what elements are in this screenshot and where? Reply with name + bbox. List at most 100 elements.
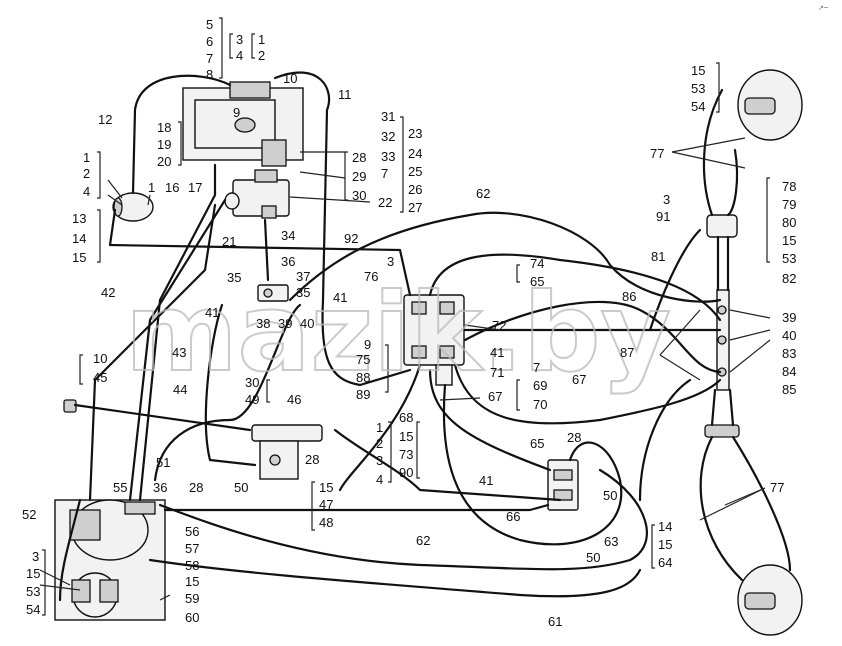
label-4b: 4	[83, 184, 90, 199]
label-77: 77	[650, 146, 664, 161]
label-62b: 62	[416, 533, 430, 548]
label-67a: 67	[572, 372, 586, 387]
label-65b: 65	[530, 436, 544, 451]
label-28d: 28	[189, 480, 203, 495]
label-84: 84	[782, 364, 796, 379]
label-87: 87	[620, 345, 634, 360]
label-53c: 53	[26, 584, 40, 599]
label-8: 8	[206, 67, 213, 82]
label-1: 1	[258, 32, 265, 47]
label-28: 28	[352, 150, 366, 165]
valve-36	[257, 284, 289, 302]
label-22: 22	[378, 195, 392, 210]
label-59: 59	[185, 591, 199, 606]
label-18: 18	[157, 120, 171, 135]
fitting-45	[63, 399, 77, 413]
label-10b: 10	[93, 351, 107, 366]
label-76: 76	[364, 269, 378, 284]
label-82: 82	[782, 271, 796, 286]
label-85: 85	[782, 382, 796, 397]
label-21: 21	[222, 234, 236, 249]
label-28b: 28	[305, 452, 319, 467]
label-55: 55	[113, 480, 127, 495]
label-32: 32	[381, 129, 395, 144]
label-91: 91	[656, 209, 670, 224]
label-47: 47	[319, 497, 333, 512]
label-37: 37	[296, 269, 310, 284]
label-19: 19	[157, 137, 171, 152]
label-51: 51	[156, 455, 170, 470]
pipe-network	[58, 71, 792, 602]
label-40b: 40	[300, 316, 314, 331]
label-54: 54	[691, 99, 705, 114]
label-71: 71	[490, 365, 504, 380]
label-74: 74	[530, 256, 544, 271]
label-2b: 2	[83, 166, 90, 181]
label-52: 52	[22, 507, 36, 522]
part-number-labels: 5 6 7 8 3 4 1 2 10 9 11 12 18 19 20 31 3…	[22, 17, 796, 629]
label-78: 78	[782, 179, 796, 194]
brake-chamber-top	[737, 69, 803, 141]
label-1b: 1	[83, 150, 90, 165]
label-36b: 36	[153, 480, 167, 495]
label-24: 24	[408, 146, 422, 161]
engine-block	[182, 81, 304, 167]
label-62: 62	[476, 186, 490, 201]
label-41: 41	[333, 290, 347, 305]
air-tank-left	[112, 192, 154, 222]
label-53: 53	[691, 81, 705, 96]
label-27: 27	[408, 200, 422, 215]
label-80: 80	[782, 215, 796, 230]
label-73: 73	[399, 447, 413, 462]
label-3e: 3	[32, 549, 39, 564]
label-61: 61	[548, 614, 562, 629]
label-41d: 41	[479, 473, 493, 488]
label-36: 36	[281, 254, 295, 269]
label-58: 58	[185, 558, 199, 573]
label-41b: 41	[490, 345, 504, 360]
label-35: 35	[227, 270, 241, 285]
label-64: 64	[658, 555, 672, 570]
label-brackets	[42, 17, 770, 616]
label-81: 81	[651, 249, 665, 264]
label-90: 90	[399, 465, 413, 480]
label-54b: 54	[26, 602, 40, 617]
label-49: 49	[245, 392, 259, 407]
label-6: 6	[206, 34, 213, 49]
leader-lines	[39, 137, 771, 601]
label-15c: 15	[782, 233, 796, 248]
label-57: 57	[185, 541, 199, 556]
watermark: mazik.by	[125, 271, 671, 396]
label-75: 75	[356, 352, 370, 367]
label-45: 45	[93, 370, 107, 385]
valve-65	[547, 459, 579, 511]
label-34: 34	[281, 228, 295, 243]
label-46: 46	[287, 392, 301, 407]
label-88: 88	[356, 370, 370, 385]
right-axle-assembly	[704, 214, 740, 438]
label-9: 9	[233, 105, 240, 120]
label-17: 17	[188, 180, 202, 195]
label-1d: 1	[376, 420, 383, 435]
label-33: 33	[381, 149, 395, 164]
label-15f: 15	[658, 537, 672, 552]
label-92: 92	[344, 231, 358, 246]
valve-46	[251, 424, 323, 480]
label-50b: 50	[603, 488, 617, 503]
label-53b: 53	[782, 251, 796, 266]
label-1c: 1	[148, 180, 155, 195]
label-38: 38	[256, 316, 270, 331]
label-3b: 3	[663, 192, 670, 207]
label-72: 72	[492, 318, 506, 333]
label-68: 68	[399, 410, 413, 425]
label-15d: 15	[319, 480, 333, 495]
label-15g: 15	[26, 566, 40, 581]
label-14: 14	[72, 231, 86, 246]
label-26: 26	[408, 182, 422, 197]
corner-mark: ↗─	[818, 4, 829, 12]
label-15b: 15	[691, 63, 705, 78]
label-39: 39	[782, 310, 796, 325]
label-66: 66	[506, 509, 520, 524]
label-14b: 14	[658, 519, 672, 534]
label-4: 4	[236, 48, 243, 63]
